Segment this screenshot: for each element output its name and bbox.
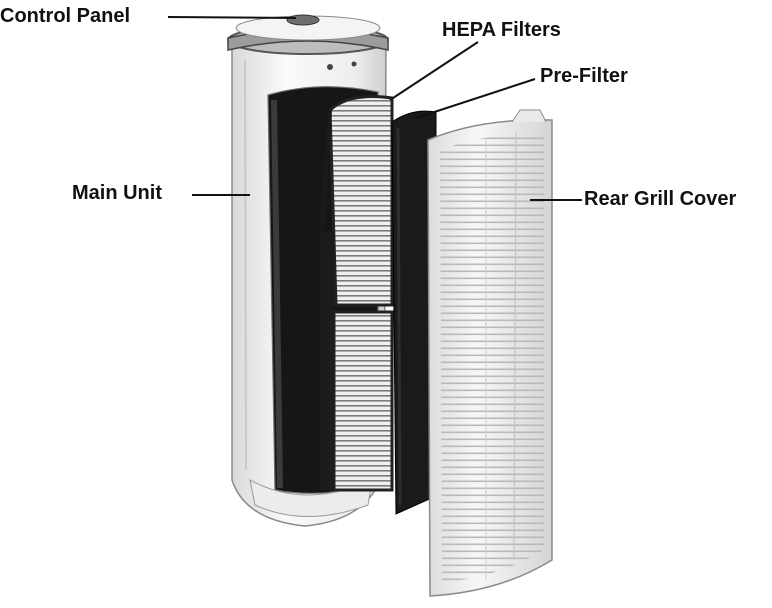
label-main-unit: Main Unit bbox=[72, 182, 162, 204]
rear-grill-cover bbox=[427, 109, 553, 597]
label-control-panel: Control Panel bbox=[0, 5, 131, 27]
label-hepa-filters: HEPA Filters bbox=[442, 19, 561, 41]
label-rear-grill-cover: Rear Grill Cover bbox=[584, 188, 737, 210]
leader-control-panel bbox=[167, 16, 297, 19]
leader-pre-filter bbox=[415, 78, 536, 119]
label-pre-filter: Pre-Filter bbox=[540, 65, 628, 87]
control-panel bbox=[227, 14, 389, 70]
leader-hepa-filters bbox=[389, 41, 479, 101]
hepa-filters bbox=[320, 95, 394, 492]
leader-lines bbox=[167, 16, 582, 201]
